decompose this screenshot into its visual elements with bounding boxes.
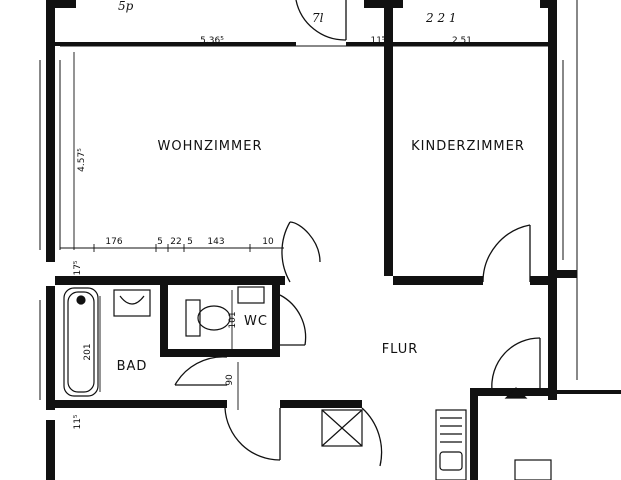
toilet	[185, 299, 201, 337]
door-arc-lower-right	[361, 407, 383, 467]
handwritten-note-left: 5p	[118, 0, 134, 13]
door-arc-flur-right	[491, 337, 541, 391]
room-label-wohnzimmer: WOHNZIMMER	[157, 139, 262, 154]
window-lines	[39, 0, 578, 400]
shaft	[321, 409, 363, 447]
bad-sink	[113, 289, 151, 317]
handwritten-note-right: 2 2 1	[425, 11, 457, 25]
dim-seg-22: 22	[170, 237, 181, 247]
entry-marker	[504, 387, 528, 399]
dim-seg-10: 10	[262, 237, 274, 247]
handwritten-note-mid: 7l	[312, 11, 324, 25]
kitchen-counter	[435, 409, 467, 480]
wc-sink	[237, 286, 265, 304]
dim-bad-201: 201	[83, 343, 93, 360]
room-label-wc: WC	[244, 314, 268, 329]
dim-seg-143: 143	[207, 237, 224, 247]
fixtures	[63, 286, 552, 480]
dim-wall-11-bottom: 11⁵	[73, 414, 83, 429]
bathtub	[63, 287, 99, 397]
walls	[46, 0, 621, 480]
door-swings	[174, 0, 541, 467]
dim-seg-5b: 5	[187, 237, 193, 247]
door-arc-top	[295, 0, 347, 41]
dim-wc-101: 101	[228, 311, 238, 328]
door-arc-kinder	[482, 224, 531, 283]
dim-wohnzimmer-width: 5.36⁵	[200, 36, 224, 46]
door-arc-wohn	[281, 221, 291, 283]
dim-wohnzimmer-depth: 4.57⁵	[77, 148, 87, 172]
dim-seg-5a: 5	[157, 237, 163, 247]
dim-door-90: 90	[225, 374, 235, 386]
door-arc-wc	[279, 294, 307, 346]
dim-wall-top: 11⁵	[370, 36, 385, 46]
room-label-bad: BAD	[117, 359, 148, 374]
dim-seg-176: 176	[105, 237, 122, 247]
dim-kinderzimmer-width: 2.51	[452, 36, 472, 46]
dimension-lines	[60, 45, 548, 410]
room-label-kinderzimmer: KINDERZIMMER	[411, 139, 525, 154]
room-label-flur: FLUR	[382, 342, 419, 357]
door-arc-lower	[224, 407, 281, 461]
door-arc-bad	[174, 356, 228, 386]
dim-wall-17: 17⁵	[73, 260, 83, 275]
